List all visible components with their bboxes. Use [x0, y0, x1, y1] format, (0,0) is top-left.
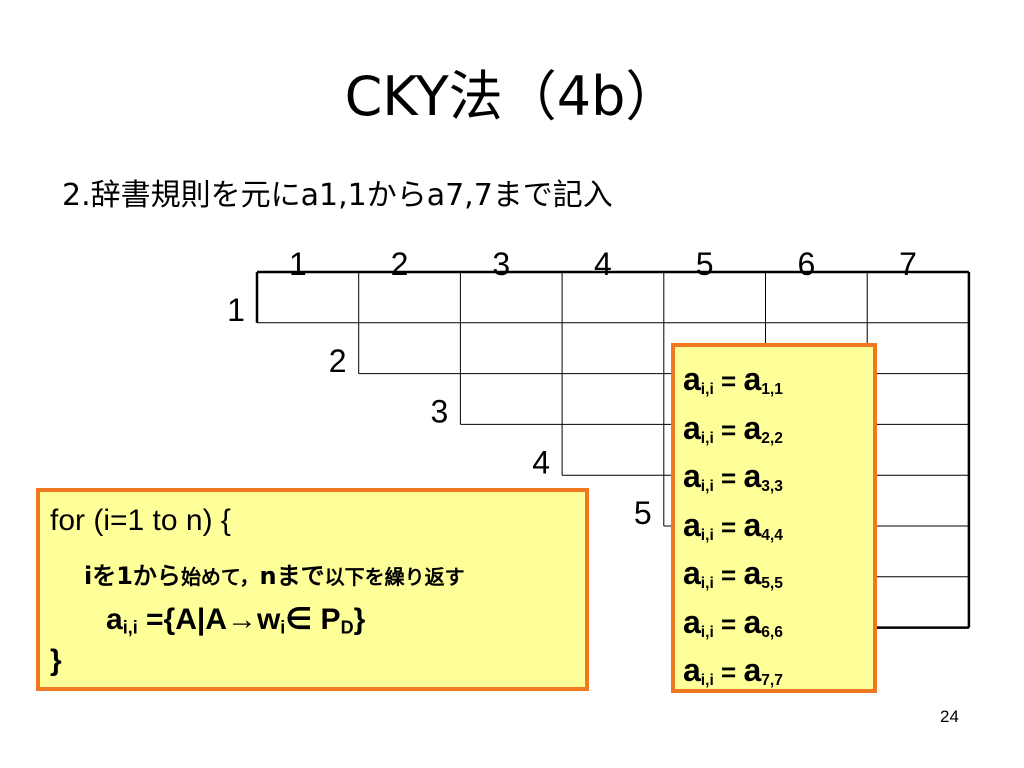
- rhs-sub: 2,2: [761, 429, 783, 447]
- equals-sign: =: [713, 414, 744, 445]
- comment-part-c: nまで: [259, 562, 325, 590]
- diagonal-assignment: ai,i = a5,5: [683, 555, 783, 593]
- lhs-sub: i,i: [700, 574, 714, 592]
- diagonal-assignment: ai,i = a7,7: [683, 652, 783, 690]
- rhs-var: a: [743, 555, 762, 591]
- diagonal-assignment: ai,i = a6,6: [683, 604, 783, 642]
- diagonal-assignment: ai,i = a1,1: [683, 361, 783, 399]
- lhs-var: a: [683, 361, 701, 397]
- lhs-sub: i,i: [700, 526, 714, 544]
- code-close-brace: }: [50, 644, 62, 677]
- slide-title: CKY法（4b）: [344, 65, 680, 128]
- step-description: 2.辞書規則を元にa1,1からa7,7まで記入: [62, 178, 613, 213]
- lhs-var: a: [683, 409, 701, 446]
- lhs-var: a: [683, 555, 701, 591]
- equals-sign: =: [713, 366, 744, 396]
- assign-close: }: [353, 603, 366, 636]
- row-label: 5: [634, 495, 652, 531]
- code-for-line: for (i=1 to n) {: [50, 504, 231, 537]
- diagonal-assignment: ai,i = a3,3: [683, 458, 783, 496]
- rhs-sub: 5,5: [761, 574, 783, 592]
- assign-set-sub: D: [340, 617, 354, 638]
- diagonal-assignment: ai,i = a2,2: [683, 410, 783, 448]
- rhs-var: a: [743, 603, 762, 640]
- column-label: 3: [492, 246, 510, 282]
- row-label: 3: [431, 394, 449, 430]
- assign-expr: ={A|A→w: [137, 603, 281, 636]
- code-assignment-line: ai,i ={A|A→wi∈ PD}: [106, 602, 365, 639]
- equals-sign: =: [713, 657, 744, 687]
- column-label: 7: [899, 246, 917, 282]
- comment-part-d: 以下を繰り返す: [324, 565, 465, 589]
- assign-var-sub: i,i: [122, 617, 138, 638]
- rhs-sub: 1,1: [761, 380, 783, 398]
- column-label: 1: [289, 246, 307, 282]
- column-label: 2: [391, 246, 409, 282]
- lhs-sub: i,i: [700, 623, 714, 641]
- pseudocode-box: for (i=1 to n) { iを1から始めて，nまで以下を繰り返す ai,…: [36, 488, 589, 691]
- lhs-sub: i,i: [700, 477, 714, 495]
- rhs-var: a: [743, 361, 762, 397]
- equals-sign: =: [713, 608, 744, 639]
- row-label: 1: [227, 292, 245, 328]
- lhs-sub: i,i: [700, 380, 714, 398]
- comment-part-a: iを1から: [84, 562, 181, 590]
- equals-sign: =: [713, 463, 744, 493]
- lhs-sub: i,i: [700, 429, 714, 447]
- rhs-sub: 3,3: [761, 477, 783, 495]
- rhs-var: a: [743, 506, 762, 543]
- lhs-var: a: [683, 506, 701, 543]
- assign-expr-sub: i: [280, 617, 286, 638]
- page-number: 24: [940, 707, 959, 726]
- rhs-sub: 6,6: [761, 623, 783, 641]
- rhs-var: a: [743, 458, 762, 494]
- lhs-sub: i,i: [700, 671, 714, 689]
- column-label: 4: [594, 246, 612, 282]
- code-comment-line: iを1から始めて，nまで以下を繰り返す: [84, 556, 465, 591]
- assign-var: a: [106, 603, 123, 636]
- comment-part-b: 始めて，: [180, 565, 260, 589]
- assign-in: ∈ P: [285, 603, 341, 636]
- lhs-var: a: [683, 603, 701, 640]
- rhs-var: a: [743, 652, 762, 688]
- equals-sign: =: [713, 560, 744, 590]
- column-label: 5: [696, 246, 714, 282]
- row-label: 4: [532, 444, 550, 480]
- rhs-sub: 4,4: [761, 526, 783, 544]
- rhs-var: a: [743, 409, 762, 446]
- lhs-var: a: [683, 652, 701, 688]
- lhs-var: a: [683, 458, 701, 494]
- equals-sign: =: [713, 511, 744, 542]
- diagonal-assignment: ai,i = a4,4: [683, 507, 783, 545]
- row-label: 2: [329, 343, 347, 379]
- rhs-sub: 7,7: [761, 671, 783, 689]
- column-label: 6: [797, 246, 815, 282]
